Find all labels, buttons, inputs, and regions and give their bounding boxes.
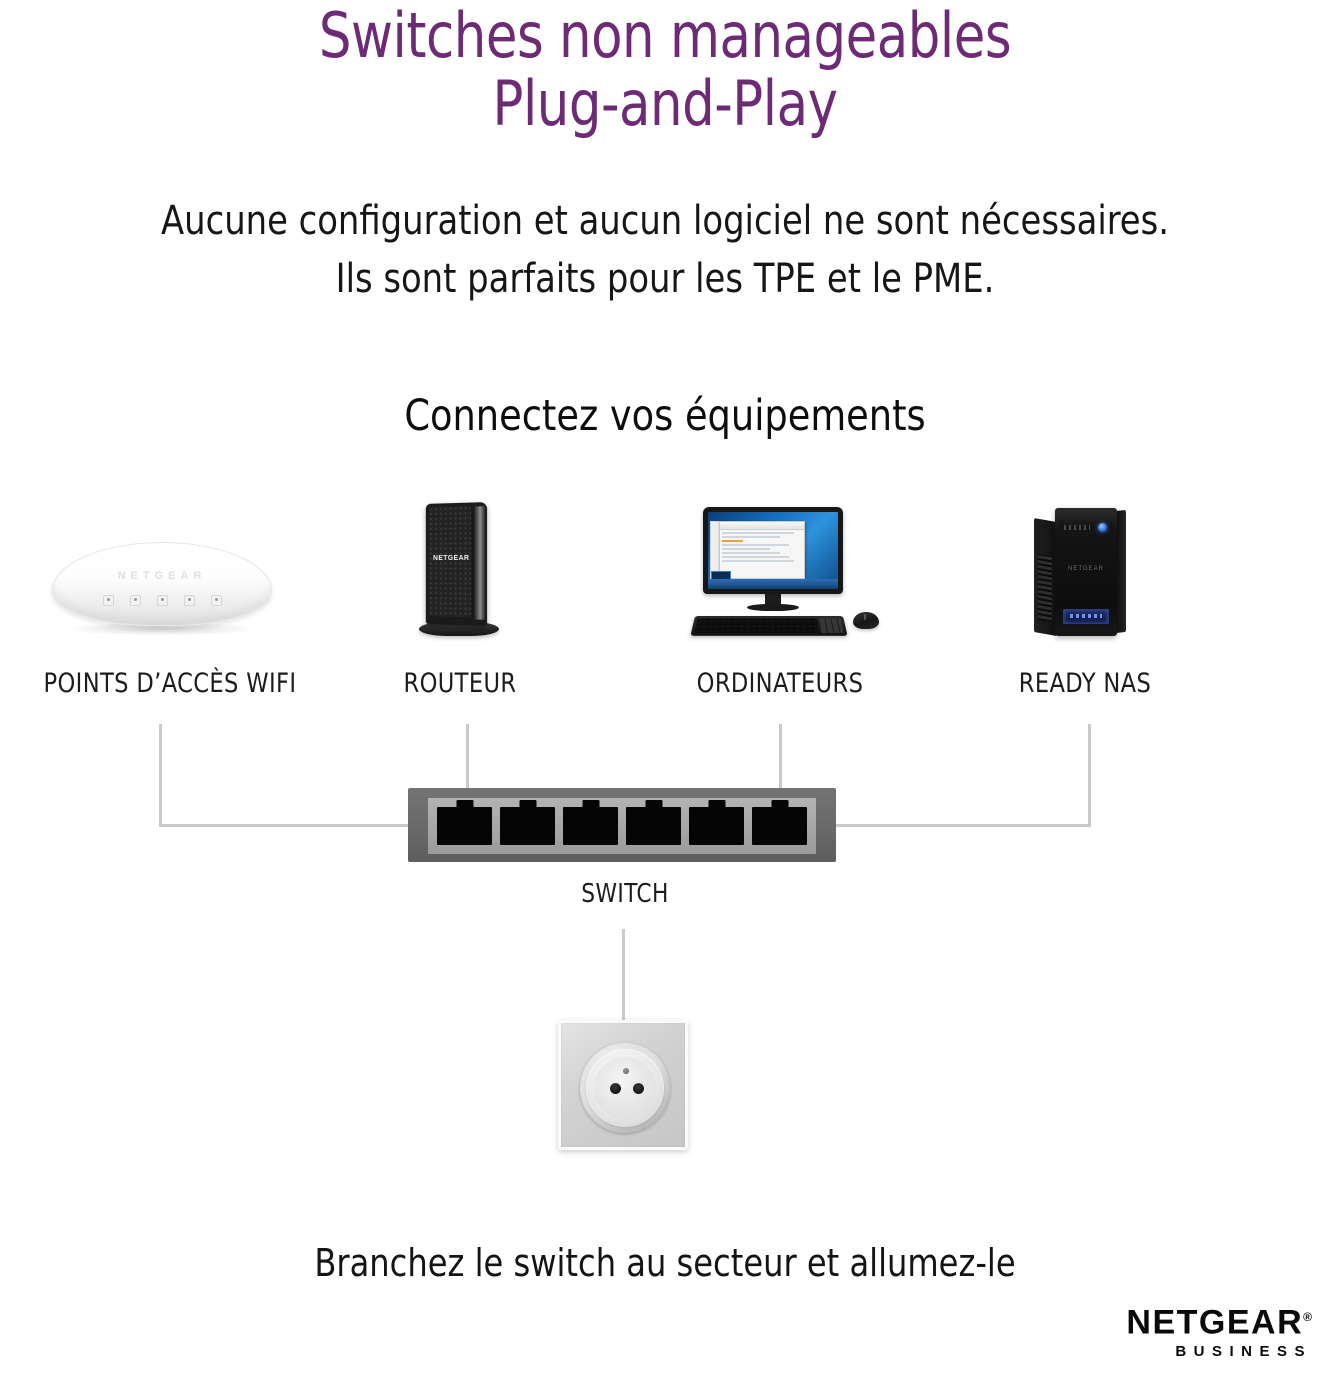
window-titlebar — [720, 522, 804, 530]
netgear-wordmark-text: NETGEAR — [1126, 1303, 1304, 1341]
connector-wire-switch-to-outlet — [622, 929, 625, 1024]
status-led-icon — [102, 595, 114, 606]
status-led-icon — [210, 595, 222, 606]
access-point-body: NETGEAR — [52, 542, 272, 626]
nas-right-panel — [1116, 509, 1126, 633]
content-line — [722, 544, 790, 546]
outlet-inner-face — [594, 1057, 656, 1119]
access-point-led-row — [53, 595, 271, 606]
device-label-ready-nas: READY NAS — [1018, 668, 1152, 699]
rj45-port — [437, 807, 492, 845]
switch-chassis — [408, 788, 836, 862]
switch-port-panel — [428, 798, 816, 854]
content-line — [722, 536, 780, 538]
outlet-earth-pin — [623, 1068, 629, 1074]
wifi-access-point-image: NETGEAR — [52, 540, 272, 636]
monitor-screen — [708, 512, 838, 589]
power-button-icon — [1098, 523, 1107, 532]
outlet-socket-hole — [610, 1083, 621, 1094]
monitor-base — [747, 604, 799, 611]
rj45-port — [689, 807, 744, 845]
mouse-image — [853, 612, 879, 629]
connector-wire-access-point-horizontal — [159, 824, 411, 827]
desktop-window — [719, 521, 805, 579]
monitor-neck — [765, 594, 781, 606]
router-side-panel — [472, 506, 486, 620]
power-outlet-image — [558, 1020, 688, 1150]
footer-caption: Branchez le switch au secteur et allumez… — [314, 1241, 1016, 1285]
desktop-taskbar — [708, 579, 838, 589]
access-point-shadow — [66, 624, 258, 636]
access-point-brand-label: NETGEAR — [117, 570, 207, 582]
connector-wire-access-point-vertical — [159, 724, 162, 827]
connector-wire-router-vertical — [466, 724, 469, 790]
keyboard-keys — [694, 618, 820, 633]
connector-wire-computers-vertical — [779, 724, 782, 790]
device-label-wifi-access-point: POINTS D’ACCÈS WIFI — [43, 668, 297, 699]
connector-wire-nas-horizontal — [833, 824, 1091, 827]
rj45-port — [626, 807, 681, 845]
network-switch-image — [408, 788, 836, 862]
content-line — [722, 548, 770, 550]
section-heading: Connectez vos équipements — [404, 391, 926, 441]
content-line — [722, 556, 790, 558]
content-line — [722, 532, 794, 534]
ready-nas-image: NETGEAR — [1034, 508, 1138, 636]
nas-lcd-display — [1063, 609, 1109, 624]
rj45-port — [752, 807, 807, 845]
router-image: NETGEAR — [413, 502, 505, 636]
page-subtitle: Aucune configuration et aucun logiciel n… — [161, 198, 1169, 302]
page-title: Switches non manageables Plug-and-Play — [318, 0, 1012, 140]
device-label-router: ROUTEUR — [403, 668, 517, 699]
nas-top-strip — [1059, 514, 1113, 532]
connector-wire-nas-vertical — [1088, 724, 1091, 827]
rj45-port — [563, 807, 618, 845]
nas-front-panel: NETGEAR — [1055, 508, 1117, 636]
netgear-wordmark: NETGEAR® — [1113, 1299, 1312, 1340]
netgear-business-subtitle: BUSINESS — [1175, 1343, 1312, 1360]
nas-indicator-dots — [1064, 525, 1090, 530]
content-line — [722, 552, 780, 554]
status-led-icon — [156, 595, 168, 606]
computer-image — [690, 507, 885, 639]
keyboard-image — [690, 616, 848, 636]
status-led-icon — [183, 595, 195, 606]
outlet-faceplate — [558, 1020, 688, 1150]
netgear-logo: NETGEAR® BUSINESS — [1113, 1299, 1312, 1360]
content-line — [722, 560, 794, 562]
keyboard-numpad — [819, 618, 844, 633]
nas-brand-label: NETGEAR — [1067, 566, 1104, 572]
monitor-bezel — [703, 507, 843, 594]
outlet-socket-hole — [633, 1083, 644, 1094]
content-line-highlight — [722, 540, 743, 542]
router-brand-label: NETGEAR — [433, 554, 470, 563]
rj45-port — [500, 807, 555, 845]
router-body: NETGEAR — [425, 502, 488, 626]
nas-vents — [1038, 554, 1052, 623]
status-led-icon — [129, 595, 141, 606]
device-label-switch: SWITCH — [581, 879, 669, 909]
window-content — [720, 530, 804, 566]
registered-trademark-icon: ® — [1303, 1309, 1312, 1324]
device-label-computers: ORDINATEURS — [696, 668, 864, 699]
